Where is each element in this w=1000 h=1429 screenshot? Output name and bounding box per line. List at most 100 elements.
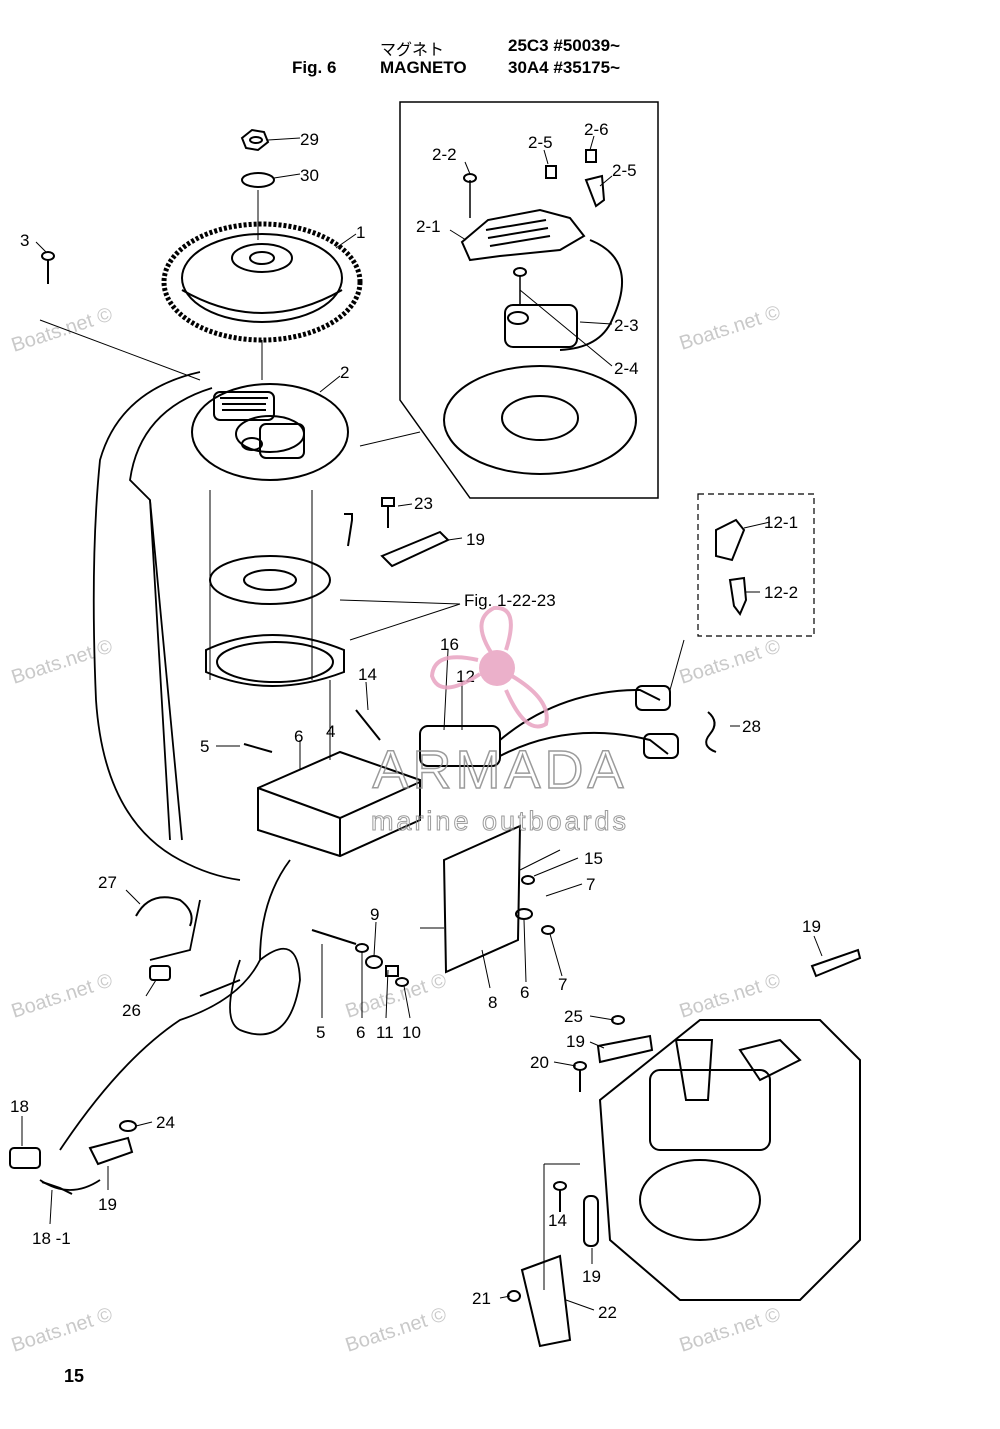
bracket-part [88,1136,134,1166]
watermark-text: Boats.net © [343,1303,450,1356]
callout-label: 6 [356,1023,365,1042]
diagram-title: MAGNETO [380,58,467,77]
inset-stator-detail [443,149,637,475]
callout-label: 6 [294,727,303,746]
callout-label: 16 [440,635,459,654]
wire-harness-part [39,371,301,1191]
callout-label: 2-4 [614,359,639,378]
stator-part [191,383,349,481]
hardware-parts [243,709,555,987]
callout-label: 18 [10,1097,29,1116]
cover-part [520,1254,572,1348]
mounting-plate-part [442,824,522,974]
flywheel-part [161,221,363,343]
callout-label: 14 [358,665,377,684]
callout-label: 4 [326,722,335,741]
bolt-part [573,1061,587,1092]
callout-label: 8 [488,993,497,1012]
callout-label: 7 [586,875,595,894]
leader-lines [21,135,823,1311]
callout-label: 26 [122,1001,141,1020]
callout-label: 5 [316,1023,325,1042]
callout-label: 10 [402,1023,421,1042]
bracket-part [596,1034,654,1064]
callout-label: 19 [466,530,485,549]
callout-label: 7 [558,975,567,994]
inset-box [399,101,659,499]
drawing-parts [9,128,862,1348]
serial-range-1: 25C3 #50039~ [508,36,621,55]
fig-label: Fig. 6 [292,58,337,77]
callout-label: 19 [566,1032,585,1051]
ignition-coil-part [419,685,679,767]
watermark-text: Boats.net © [677,635,784,688]
axis-lines [39,319,685,1290]
serial-range-2: 30A4 #35175~ [508,58,621,77]
cdi-unit-part [257,750,421,858]
engine-block-part [598,1019,861,1301]
brand-name: ARMADA [372,740,627,800]
callout-label: 20 [530,1053,549,1072]
callout-label: 12-1 [764,513,798,532]
callout-label: 2-6 [584,120,609,139]
callout-label: 2 [340,363,349,382]
bracket-part [380,530,450,568]
watermark-text: Boats.net © [9,635,116,688]
callout-labels: 29 30 1 3 2 2-1 2-2 2-5 2-6 2-5 2-3 2-4 … [10,120,821,1322]
watermark-text: Boats.net © [9,1303,116,1356]
japanese-title: マグネト [380,42,445,59]
nut-part [240,128,270,152]
watermark-text: Boats.net © [677,1303,784,1356]
callout-label: 11 [376,1023,394,1042]
callout-label: 2-5 [612,161,637,180]
washer-part [241,172,275,188]
callout-label: 29 [300,130,319,149]
callout-label: 18 -1 [32,1229,71,1248]
screw-part [344,497,395,547]
clip-part [705,711,717,753]
callout-label: 1 [356,223,365,242]
callout-label: 28 [742,717,761,736]
switch-part [9,1147,73,1195]
page-number: 15 [64,1366,85,1386]
bracket-part [810,948,862,978]
callout-label: 5 [200,737,209,756]
watermark-text: Boats.net © [677,301,784,354]
callout-label: 21 [472,1289,491,1308]
cap-part [715,518,746,562]
callout-label: 22 [598,1303,617,1322]
propeller-blade-icon [429,655,482,690]
callout-label: 2-1 [416,217,441,236]
bolt-part [41,251,55,284]
callout-label: 3 [20,231,29,250]
watermark-text: Boats.net © [343,969,450,1022]
callout-label: 27 [98,873,117,892]
callout-label: 19 [802,917,821,936]
callout-label: 24 [156,1113,175,1132]
callout-label: 30 [300,166,319,185]
screw-part [119,1120,137,1132]
base-plate-part [205,555,345,687]
bracket-part [583,1195,599,1247]
callout-label: 2-2 [432,145,457,164]
watermark-text: Boats.net © [677,969,784,1022]
figure-reference: Fig. 1-22-23 [464,591,556,610]
terminal-part [728,576,748,616]
propeller-blade-icon [504,674,549,729]
callout-label: 2-5 [528,133,553,152]
propeller-blade-icon [479,605,513,656]
callout-label: 23 [414,494,433,513]
connector-part [149,965,171,981]
callout-label: 25 [564,1007,583,1026]
callout-label: 6 [520,983,529,1002]
propeller-hub-icon [479,650,515,686]
callout-label: 9 [370,905,379,924]
callout-label: 15 [584,849,603,868]
watermark-text: Boats.net © [9,303,116,356]
callout-label: 19 [98,1195,117,1214]
callout-label: 14 [548,1211,567,1230]
brand-watermark: ARMADA marine outboards [370,605,627,837]
grommet-part [135,896,193,927]
watermark-text: Boats.net © [9,969,116,1022]
